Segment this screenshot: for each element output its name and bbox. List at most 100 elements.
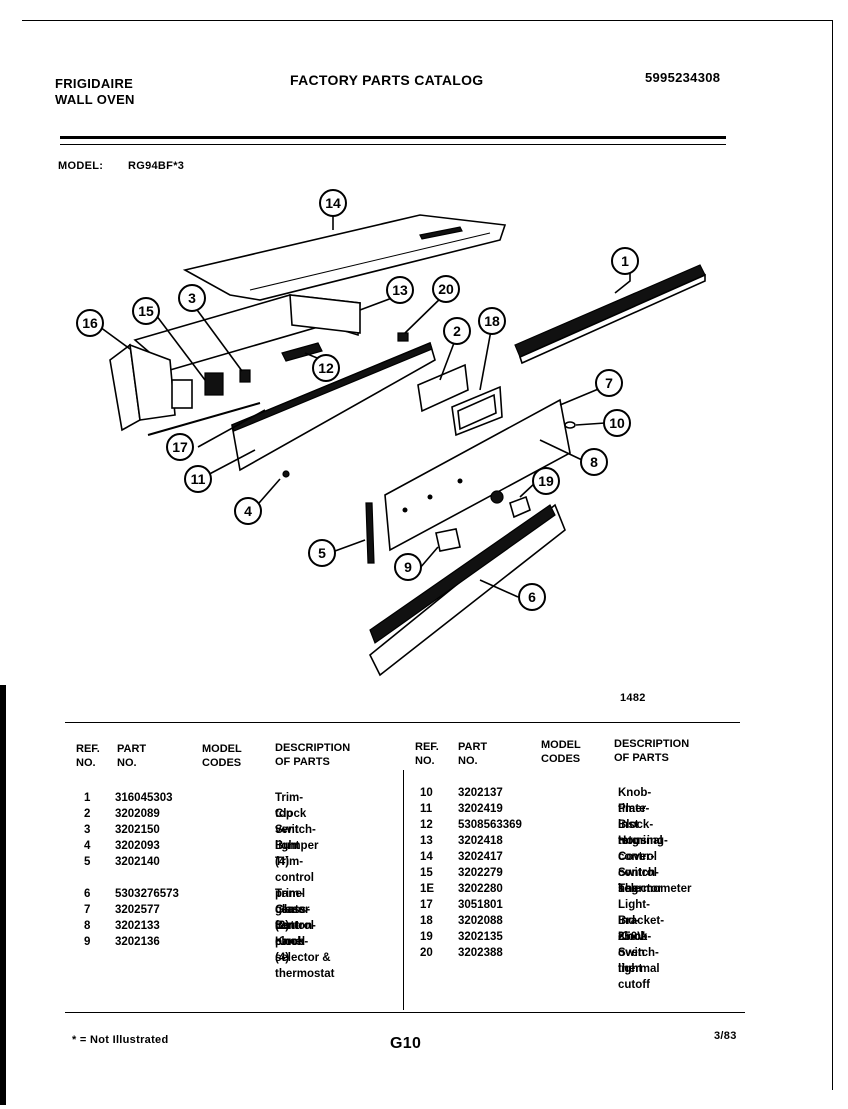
- svg-text:20: 20: [438, 281, 454, 297]
- svg-text:9: 9: [404, 559, 412, 575]
- part-knob-timer: [564, 421, 576, 429]
- part-terminal-block: [281, 342, 323, 362]
- part-description: Trim-top vent: [275, 792, 304, 836]
- svg-text:6: 6: [528, 589, 536, 605]
- part-description: Trim-control panel glass (2): [275, 856, 314, 932]
- part-description: Housing-control: [618, 835, 668, 863]
- page-border-top: [22, 20, 832, 21]
- part-thermometer: [109, 343, 176, 432]
- callout-8: 8: [580, 448, 608, 476]
- part-number: 5308563369: [458, 819, 522, 831]
- header-rule-thick: [60, 136, 726, 139]
- part-description: Glass-control panel: [275, 904, 314, 948]
- part-number: 3202136: [115, 936, 160, 948]
- ref-number: 1E: [420, 883, 435, 895]
- header-rule-thin: [60, 144, 726, 145]
- ref-number: 4: [84, 840, 91, 852]
- part-number: 3202140: [115, 856, 160, 868]
- model-value: RG94BF*3: [128, 160, 185, 172]
- part-description: Knob-timer: [618, 787, 652, 815]
- catalog-number: 5995234308: [645, 70, 721, 85]
- col-desc-right: DESCRIPTION OF PARTS: [614, 738, 690, 764]
- ref-number: 1: [84, 792, 91, 804]
- part-description: Cover-control hsg: [618, 851, 657, 895]
- page-title: FACTORY PARTS CATALOG: [290, 72, 484, 88]
- part-number: 3202577: [115, 904, 160, 916]
- ref-number: 10: [420, 787, 433, 799]
- figure-number: 1482: [620, 692, 646, 704]
- part-glass-control-panel: [384, 398, 571, 552]
- callout-12: 12: [312, 354, 340, 382]
- part-description: Light-Ind-250V: [618, 899, 650, 943]
- svg-text:13: 13: [392, 282, 408, 298]
- svg-text:8: 8: [590, 454, 598, 470]
- svg-text:18: 18: [484, 313, 500, 329]
- svg-text:7: 7: [605, 375, 613, 391]
- product-label: WALL OVEN: [55, 92, 135, 107]
- callout-20: 20: [432, 275, 460, 303]
- part-clock: [417, 363, 469, 413]
- callout-1: 1: [611, 247, 639, 275]
- callout-9: 9: [394, 553, 422, 581]
- callout-17: 17: [166, 433, 194, 461]
- col-ref-left: REF. NO.: [76, 743, 100, 769]
- table-top-rule: [65, 722, 740, 723]
- part-description: Bumper (4): [275, 840, 319, 868]
- callout-3: 3: [178, 284, 206, 312]
- part-bracket-clock: [451, 385, 503, 437]
- part-number: 3202279: [458, 867, 503, 879]
- svg-text:11: 11: [191, 471, 206, 487]
- col-model-left: MODEL CODES: [202, 743, 242, 769]
- part-description: Plate-inst mtg: [618, 803, 650, 847]
- part-number: 3202088: [458, 915, 503, 927]
- table-bottom-rule: [65, 1012, 745, 1013]
- part-trim-top-vent: [514, 264, 706, 365]
- part-description: Trim-center vent: [275, 888, 310, 932]
- part-thermal-cutoff: [397, 332, 409, 342]
- ref-number: 3: [84, 824, 91, 836]
- part-description: Switch-thermal cutoff: [618, 947, 660, 991]
- part-number: 3202135: [458, 931, 503, 943]
- ref-number: 14: [420, 851, 433, 863]
- col-ref-right: REF. NO.: [415, 741, 439, 767]
- part-number: 3202133: [115, 920, 160, 932]
- ref-number: 11: [420, 803, 433, 815]
- ref-number: 5: [84, 856, 91, 868]
- model-label: MODEL:: [58, 160, 104, 172]
- page-border-right: [832, 20, 833, 1090]
- callout-16: 16: [76, 309, 104, 337]
- ref-number: 7: [84, 904, 91, 916]
- svg-text:10: 10: [609, 415, 625, 431]
- svg-text:5: 5: [318, 545, 326, 561]
- part-housing-control: [133, 294, 361, 371]
- part-trim-control-panel-glass: [365, 502, 375, 564]
- part-description: Button-clock (4): [275, 920, 316, 964]
- ref-number: 17: [420, 899, 433, 911]
- part-number: 3202089: [115, 808, 160, 820]
- col-part-left: PART NO.: [117, 743, 147, 769]
- part-number: 3202137: [458, 787, 503, 799]
- part-number: 3202419: [458, 803, 503, 815]
- part-knob-selector: [435, 528, 461, 552]
- callout-11: 11: [184, 465, 212, 493]
- part-description: Knob-oven light: [618, 931, 652, 975]
- ref-number: 13: [420, 835, 433, 847]
- svg-text:19: 19: [538, 473, 554, 489]
- callout-14: 14: [319, 189, 347, 217]
- part-description: Switch-selector: [618, 867, 663, 895]
- col-model-right: MODEL CODES: [541, 739, 581, 765]
- ref-number: 19: [420, 931, 433, 943]
- ref-number: 18: [420, 915, 433, 927]
- svg-text:12: 12: [318, 360, 334, 376]
- ref-number: 8: [84, 920, 91, 932]
- part-number: 3202093: [115, 840, 160, 852]
- callout-5: 5: [308, 539, 336, 567]
- brand-label: FRIGIDAIRE: [55, 76, 134, 91]
- part-switch-selector: [171, 372, 224, 409]
- ref-number: 6: [84, 888, 91, 900]
- col-part-right: PART NO.: [458, 741, 488, 767]
- part-description: Knob-selector & thermostat: [275, 936, 335, 980]
- svg-text:4: 4: [244, 503, 252, 519]
- part-description: Block-terminal: [618, 819, 663, 847]
- part-number: 5303276573: [115, 888, 179, 900]
